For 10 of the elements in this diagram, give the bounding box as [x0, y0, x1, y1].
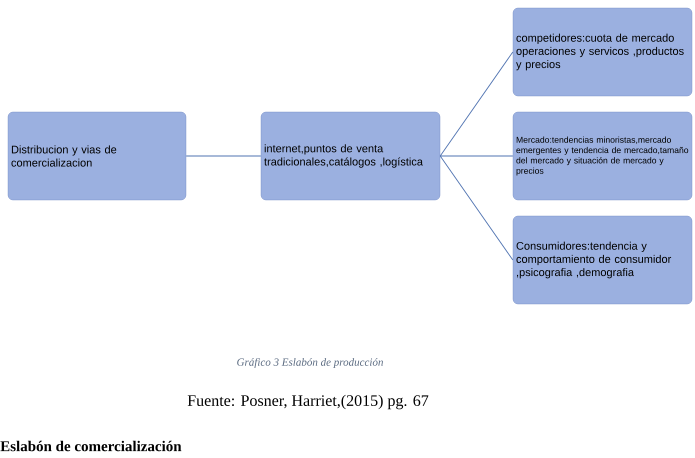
- process-box: Distribucion y vias de comercializacion: [8, 112, 186, 200]
- process-box: Consumidores:tendencia y comportamiento de consumidor ,psicografia ,demografia: [512, 216, 692, 304]
- process-box: competidores:cuota de mercado operaciones y servicos ,productos y precios: [512, 8, 692, 96]
- connector-line: [440, 52, 514, 156]
- source-note: Fuente: Posner, Harriet,(2015) pg. 67: [188, 394, 428, 410]
- process-box: internet,puntos de venta tradicionales,catálogos ,logística: [260, 112, 440, 200]
- connector-line: [440, 156, 514, 260]
- process-box: Mercado:tendencias minoristas,mercado emergentes y tendencia de mercado,tamaño del mercado y situación de mercado y precios: [512, 112, 692, 200]
- section-heading: Eslabón de comercialización: [0, 440, 182, 452]
- figure-caption: Gráfico 3 Eslabón de producción: [237, 358, 383, 368]
